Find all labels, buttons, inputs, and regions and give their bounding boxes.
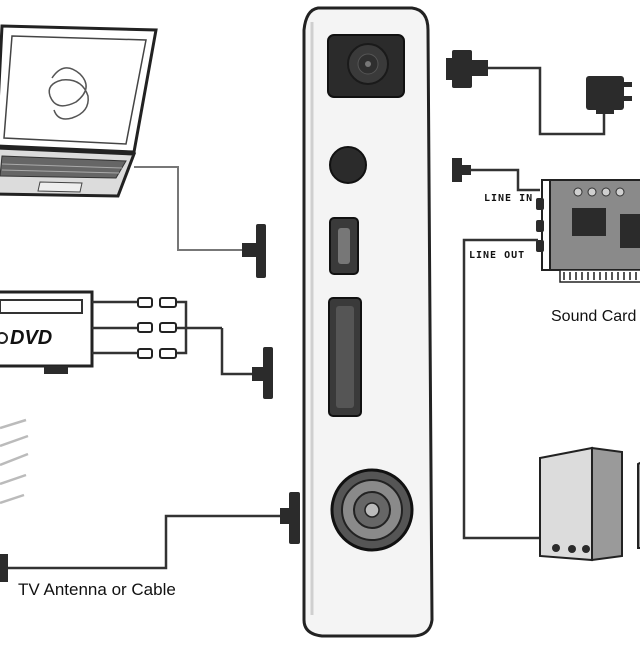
laptop-plug-icon [242, 224, 266, 278]
antenna-plug-left-icon [0, 554, 8, 582]
rca-plug-icon [137, 297, 177, 359]
line-in-label: LINE IN [484, 193, 534, 204]
laptop-icon [0, 24, 158, 198]
vga-port-icon [329, 217, 359, 275]
sound-card-label: Sound Card [551, 308, 637, 325]
sound-card-icon [536, 179, 640, 283]
speaker-grille-icon [327, 34, 405, 98]
power-plug-icon [446, 50, 488, 88]
speaker-icon [539, 446, 640, 562]
power-adapter-icon [586, 76, 632, 114]
antenna-icon [0, 418, 29, 505]
power-cable [488, 66, 606, 136]
antenna-cable [8, 514, 282, 570]
line-in-cable [470, 168, 540, 192]
audio-plug-icon [452, 158, 471, 182]
rf-plug-icon [280, 492, 300, 544]
rf-connector-icon [330, 468, 414, 552]
line-out-cable [462, 238, 540, 540]
line-out-label: LINE OUT [469, 250, 526, 261]
power-button-icon [329, 146, 367, 184]
dvd-player-icon [0, 290, 94, 374]
antenna-label: TV Antenna or Cable [18, 580, 176, 599]
tv-box-device [302, 6, 434, 638]
dvd-label: DVD [10, 327, 53, 349]
rca-cables [92, 300, 254, 376]
scart-port-icon [328, 297, 362, 417]
laptop-cable [134, 166, 248, 251]
av-plug-icon [252, 347, 273, 399]
